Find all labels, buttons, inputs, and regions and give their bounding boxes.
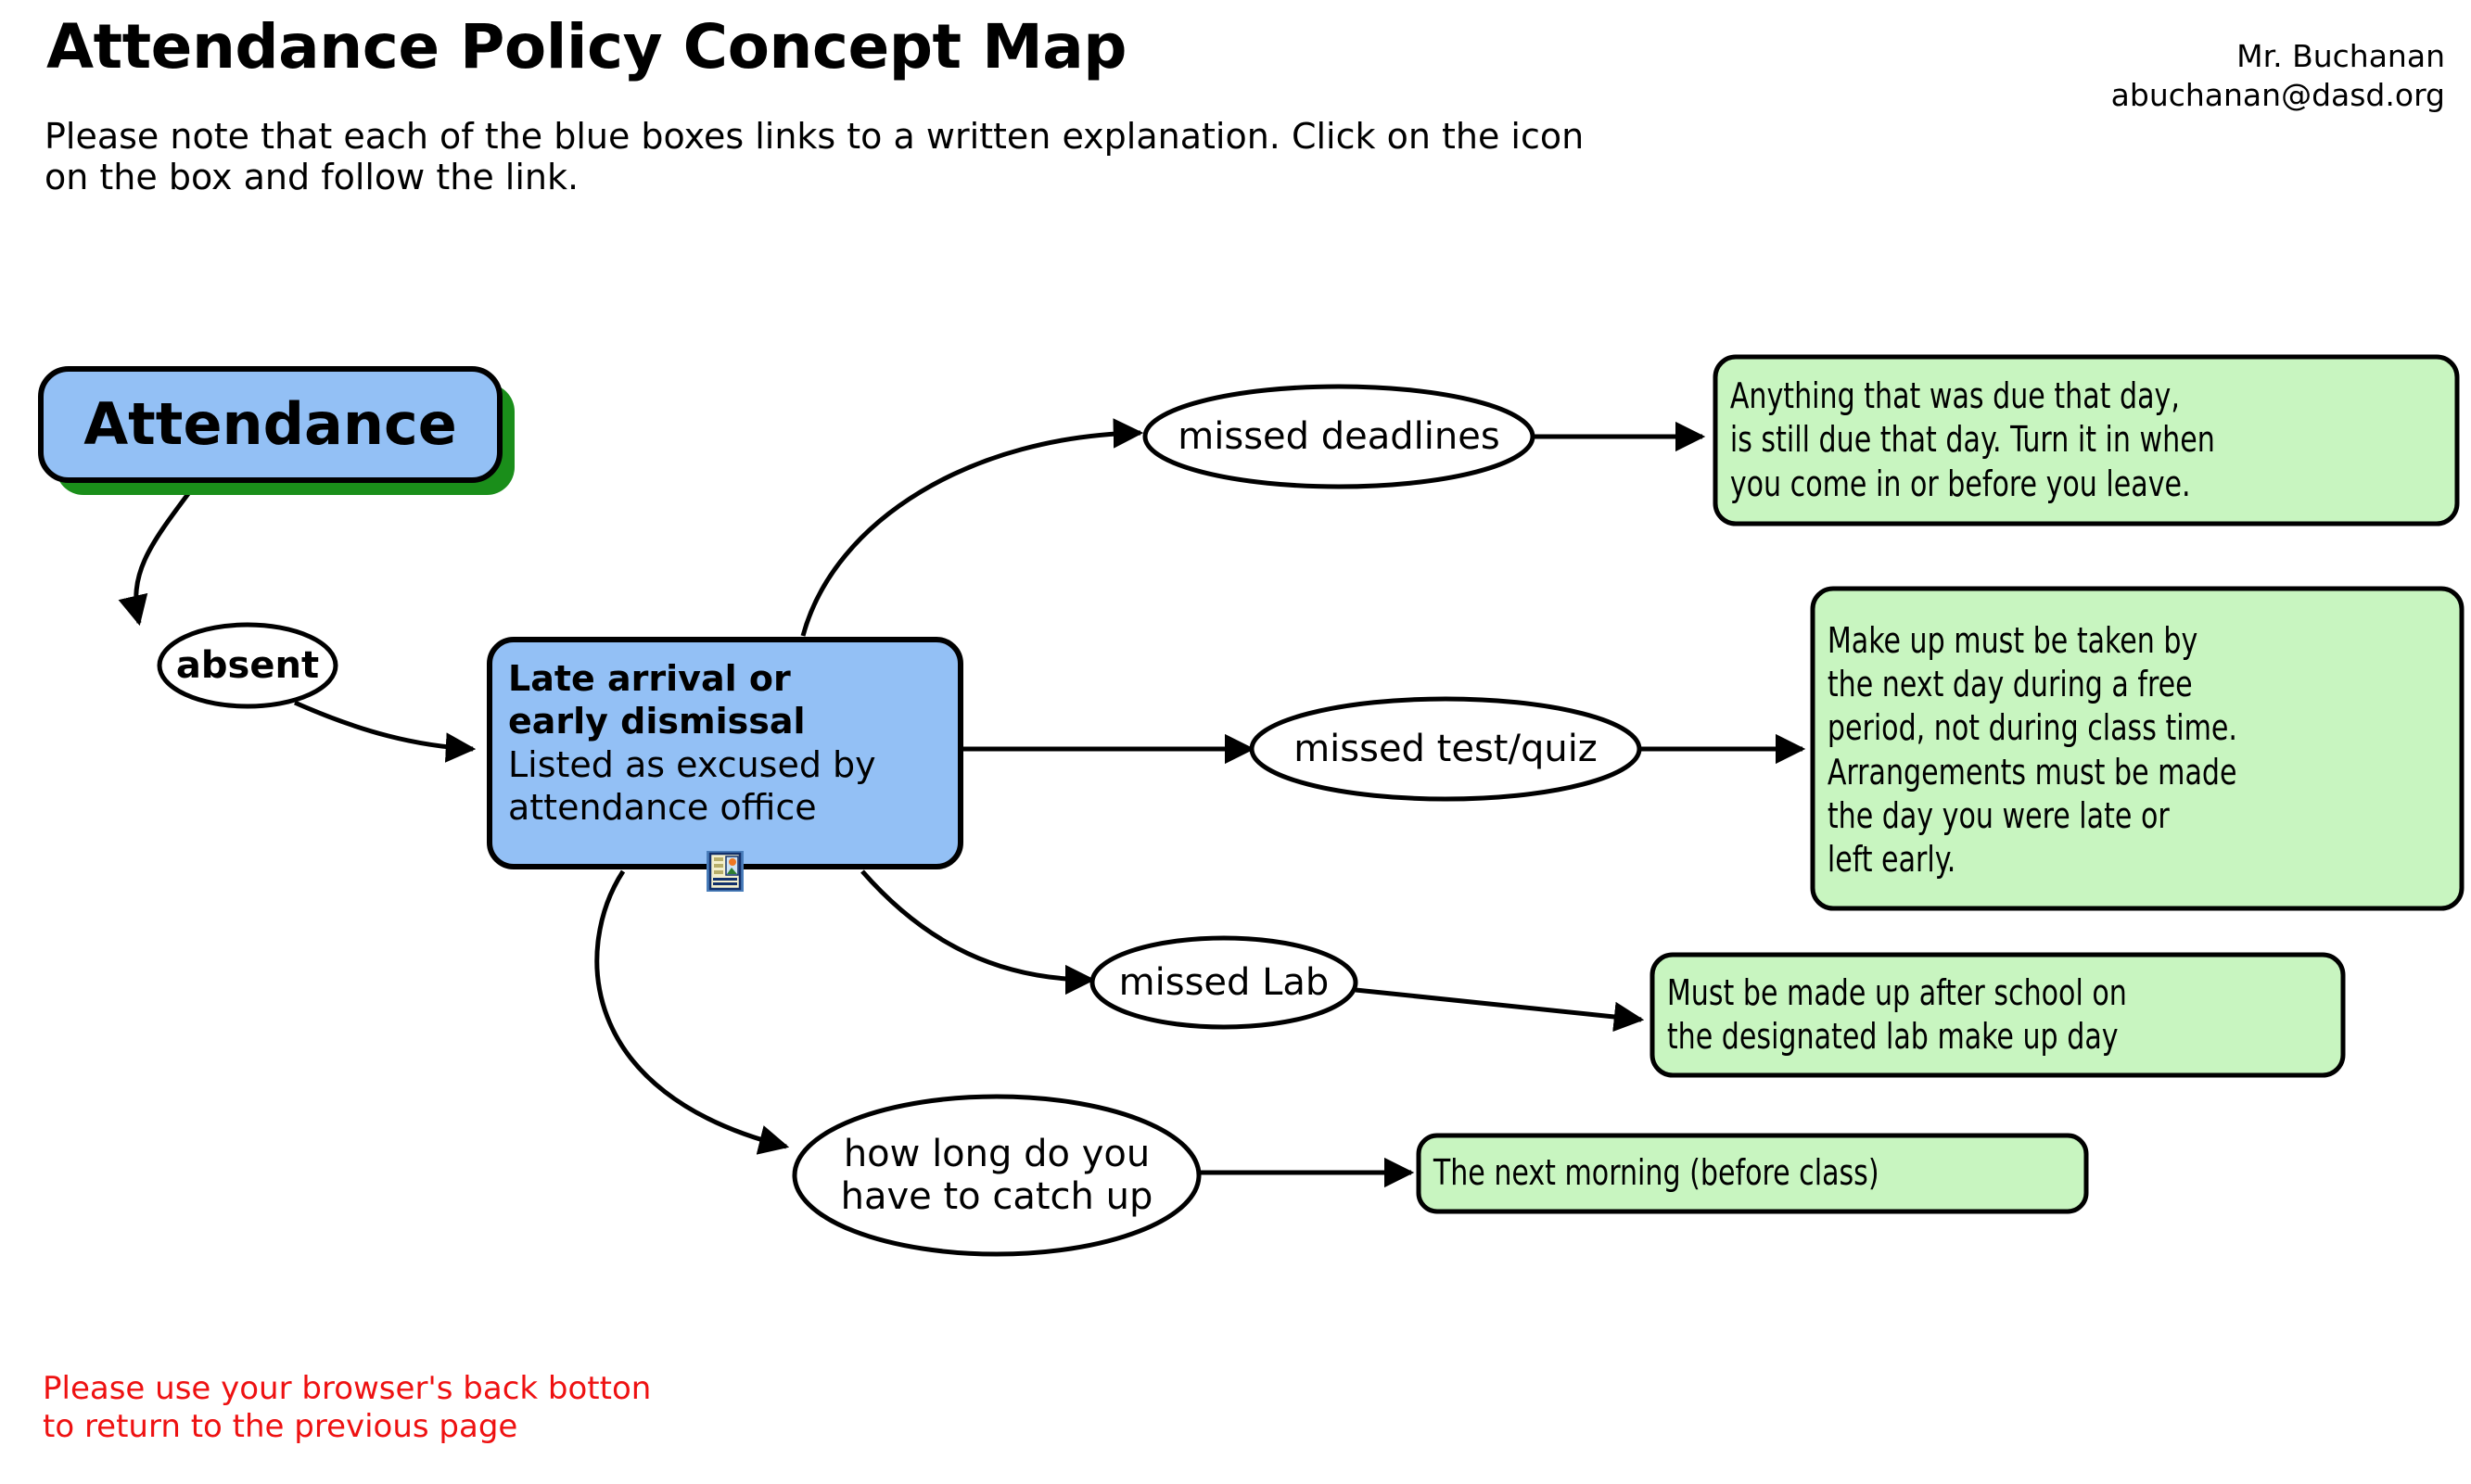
browser-back-note-line-1: Please use your browser's back botton xyxy=(43,1370,652,1407)
instructions-line-2: on the box and follow the link. xyxy=(45,157,580,198)
browser-back-note: Please use your browser's back botton to… xyxy=(43,1370,651,1447)
missed-deadlines-label: missed deadlines xyxy=(1178,415,1500,458)
author-name: Mr. Buchanan xyxy=(2236,38,2445,74)
answer-deadlines-box xyxy=(1713,354,2460,526)
node-late-arrival[interactable]: Late arrival or early dismissal Listed a… xyxy=(487,637,963,892)
edge-late-arrival-to-how-long xyxy=(594,869,790,1155)
answer-test-quiz-line-5: the day you were late or xyxy=(1827,794,2170,836)
missed-deadlines-ellipse[interactable] xyxy=(1142,384,1535,489)
edge-attendance-to-absent xyxy=(118,489,193,627)
answer-test-quiz-line-3: period, not during class time. xyxy=(1827,707,2237,749)
answer-lab-line-1: Must be made up after school on xyxy=(1666,971,2127,1013)
page-title: Attendance Policy Concept Map xyxy=(46,11,1127,82)
node-how-long[interactable]: how long do you have to catch up xyxy=(792,1094,1202,1257)
missed-lab-ellipse[interactable] xyxy=(1089,935,1358,1030)
edge-late-arrival-to-missed-lab xyxy=(860,869,1096,996)
instructions-text: Please note that each of the blue boxes … xyxy=(45,116,1806,198)
answer-test-quiz: Make up must be taken by the next day du… xyxy=(1810,586,2465,911)
late-arrival-body-line-2: attendance office xyxy=(508,786,817,828)
missed-lab-label: missed Lab xyxy=(1118,961,1330,1004)
attendance-label: Attendance xyxy=(83,390,457,458)
answer-catch-up-box xyxy=(1416,1133,2089,1214)
node-missed-test-quiz[interactable]: missed test/quiz xyxy=(1249,696,1642,802)
late-arrival-title-line-1: Late arrival or xyxy=(508,657,791,699)
answer-deadlines-line-3: you come in or before you leave. xyxy=(1729,463,2191,504)
author-contact: Mr. Buchanan abuchanan@dasd.org xyxy=(2111,37,2445,115)
late-arrival-title-line-2: early dismissal xyxy=(508,701,806,742)
author-email: abuchanan@dasd.org xyxy=(2110,77,2445,114)
answer-deadlines-line-2: is still due that day. Turn it in when xyxy=(1729,419,2215,461)
node-absent[interactable]: absent xyxy=(157,622,338,709)
answer-catch-up-line-1: The next morning (before class) xyxy=(1433,1152,1879,1194)
answer-catch-up: The next morning (before class) xyxy=(1416,1133,2089,1214)
how-long-label-line-1: how long do you xyxy=(843,1133,1151,1175)
absent-ellipse[interactable] xyxy=(157,622,338,709)
absent-label: absent xyxy=(175,644,320,687)
instructions-line-1: Please note that each of the blue boxes … xyxy=(45,116,1585,157)
browser-back-note-line-2: to return to the previous page xyxy=(43,1408,518,1446)
node-missed-deadlines[interactable]: missed deadlines xyxy=(1142,384,1535,489)
edge-missed-lab-to-answer-lab xyxy=(1355,987,1645,1033)
answer-deadlines-line-1: Anything that was due that day, xyxy=(1729,375,2180,417)
missed-test-quiz-label: missed test/quiz xyxy=(1293,728,1598,770)
answer-test-quiz-line-4: Arrangements must be made xyxy=(1827,751,2237,793)
answer-test-quiz-line-6: left early. xyxy=(1827,838,1956,880)
how-long-ellipse[interactable] xyxy=(792,1094,1202,1257)
attendance-box[interactable] xyxy=(38,366,503,483)
answer-test-quiz-line-2: the next day during a free xyxy=(1827,664,2193,705)
edge-layer xyxy=(118,418,1806,1188)
answer-lab-box xyxy=(1649,952,2346,1078)
page-header: Attendance Policy Concept Map Please not… xyxy=(0,0,2471,232)
edge-late-arrival-to-missed-deadlines xyxy=(800,418,1144,637)
edge-absent-to-late-arrival xyxy=(293,700,477,763)
missed-test-quiz-ellipse[interactable] xyxy=(1249,696,1642,802)
document-image-icon[interactable] xyxy=(707,851,744,892)
node-attendance[interactable]: Attendance xyxy=(38,366,515,495)
answer-test-quiz-box xyxy=(1810,586,2465,911)
late-arrival-body-line-1: Listed as excused by xyxy=(508,743,876,785)
how-long-label-line-2: have to catch up xyxy=(840,1175,1153,1218)
answer-lab: Must be made up after school on the desi… xyxy=(1649,952,2346,1078)
answer-deadlines: Anything that was due that day, is still… xyxy=(1713,354,2460,526)
answer-lab-line-2: the designated lab make up day xyxy=(1666,1016,2119,1057)
node-missed-lab[interactable]: missed Lab xyxy=(1089,935,1358,1030)
answer-test-quiz-line-1: Make up must be taken by xyxy=(1827,620,2198,662)
